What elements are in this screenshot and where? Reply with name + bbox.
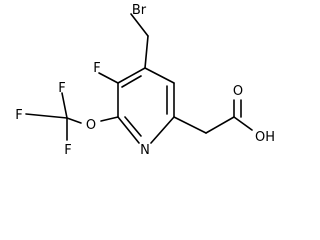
bond-ch2-cooh — [205, 116, 235, 134]
bond-cf3-f-top — [61, 92, 68, 119]
bond-c-oh — [233, 116, 253, 131]
atom-f-top: F — [58, 81, 65, 96]
bond-cf3-f-left — [25, 113, 68, 119]
atom-o-carbonyl: O — [233, 84, 243, 99]
atom-oh: OH — [255, 130, 275, 145]
atom-f-left: F — [15, 108, 22, 123]
bond-c5-c4 — [144, 67, 175, 84]
bond-c3-f — [98, 72, 119, 84]
bond-c6-ch2 — [173, 116, 207, 134]
atom-n: N — [140, 143, 150, 158]
structure-diagram: Br F N O F F F O OH — [15, 3, 275, 158]
bond-n-c6 — [150, 116, 175, 144]
atom-f-bottom: F — [64, 143, 71, 158]
bond-c2-o — [100, 116, 119, 122]
atom-o-ether: O — [86, 118, 96, 133]
bond-ch2-br — [130, 13, 149, 37]
atom-f-ring: F — [93, 61, 100, 76]
bond-c4-ch2 — [144, 35, 149, 69]
bond-c4-c3-inner — [121, 75, 142, 88]
bond-o-cf3 — [66, 117, 82, 124]
atom-labels: Br F N O F F F O OH — [15, 3, 275, 158]
bond-c2-n-inner — [124, 116, 142, 137]
atom-br: Br — [132, 3, 147, 18]
bond-c2-n — [117, 116, 140, 144]
bond-c4-c3 — [117, 67, 146, 84]
bond-layer — [25, 13, 253, 144]
